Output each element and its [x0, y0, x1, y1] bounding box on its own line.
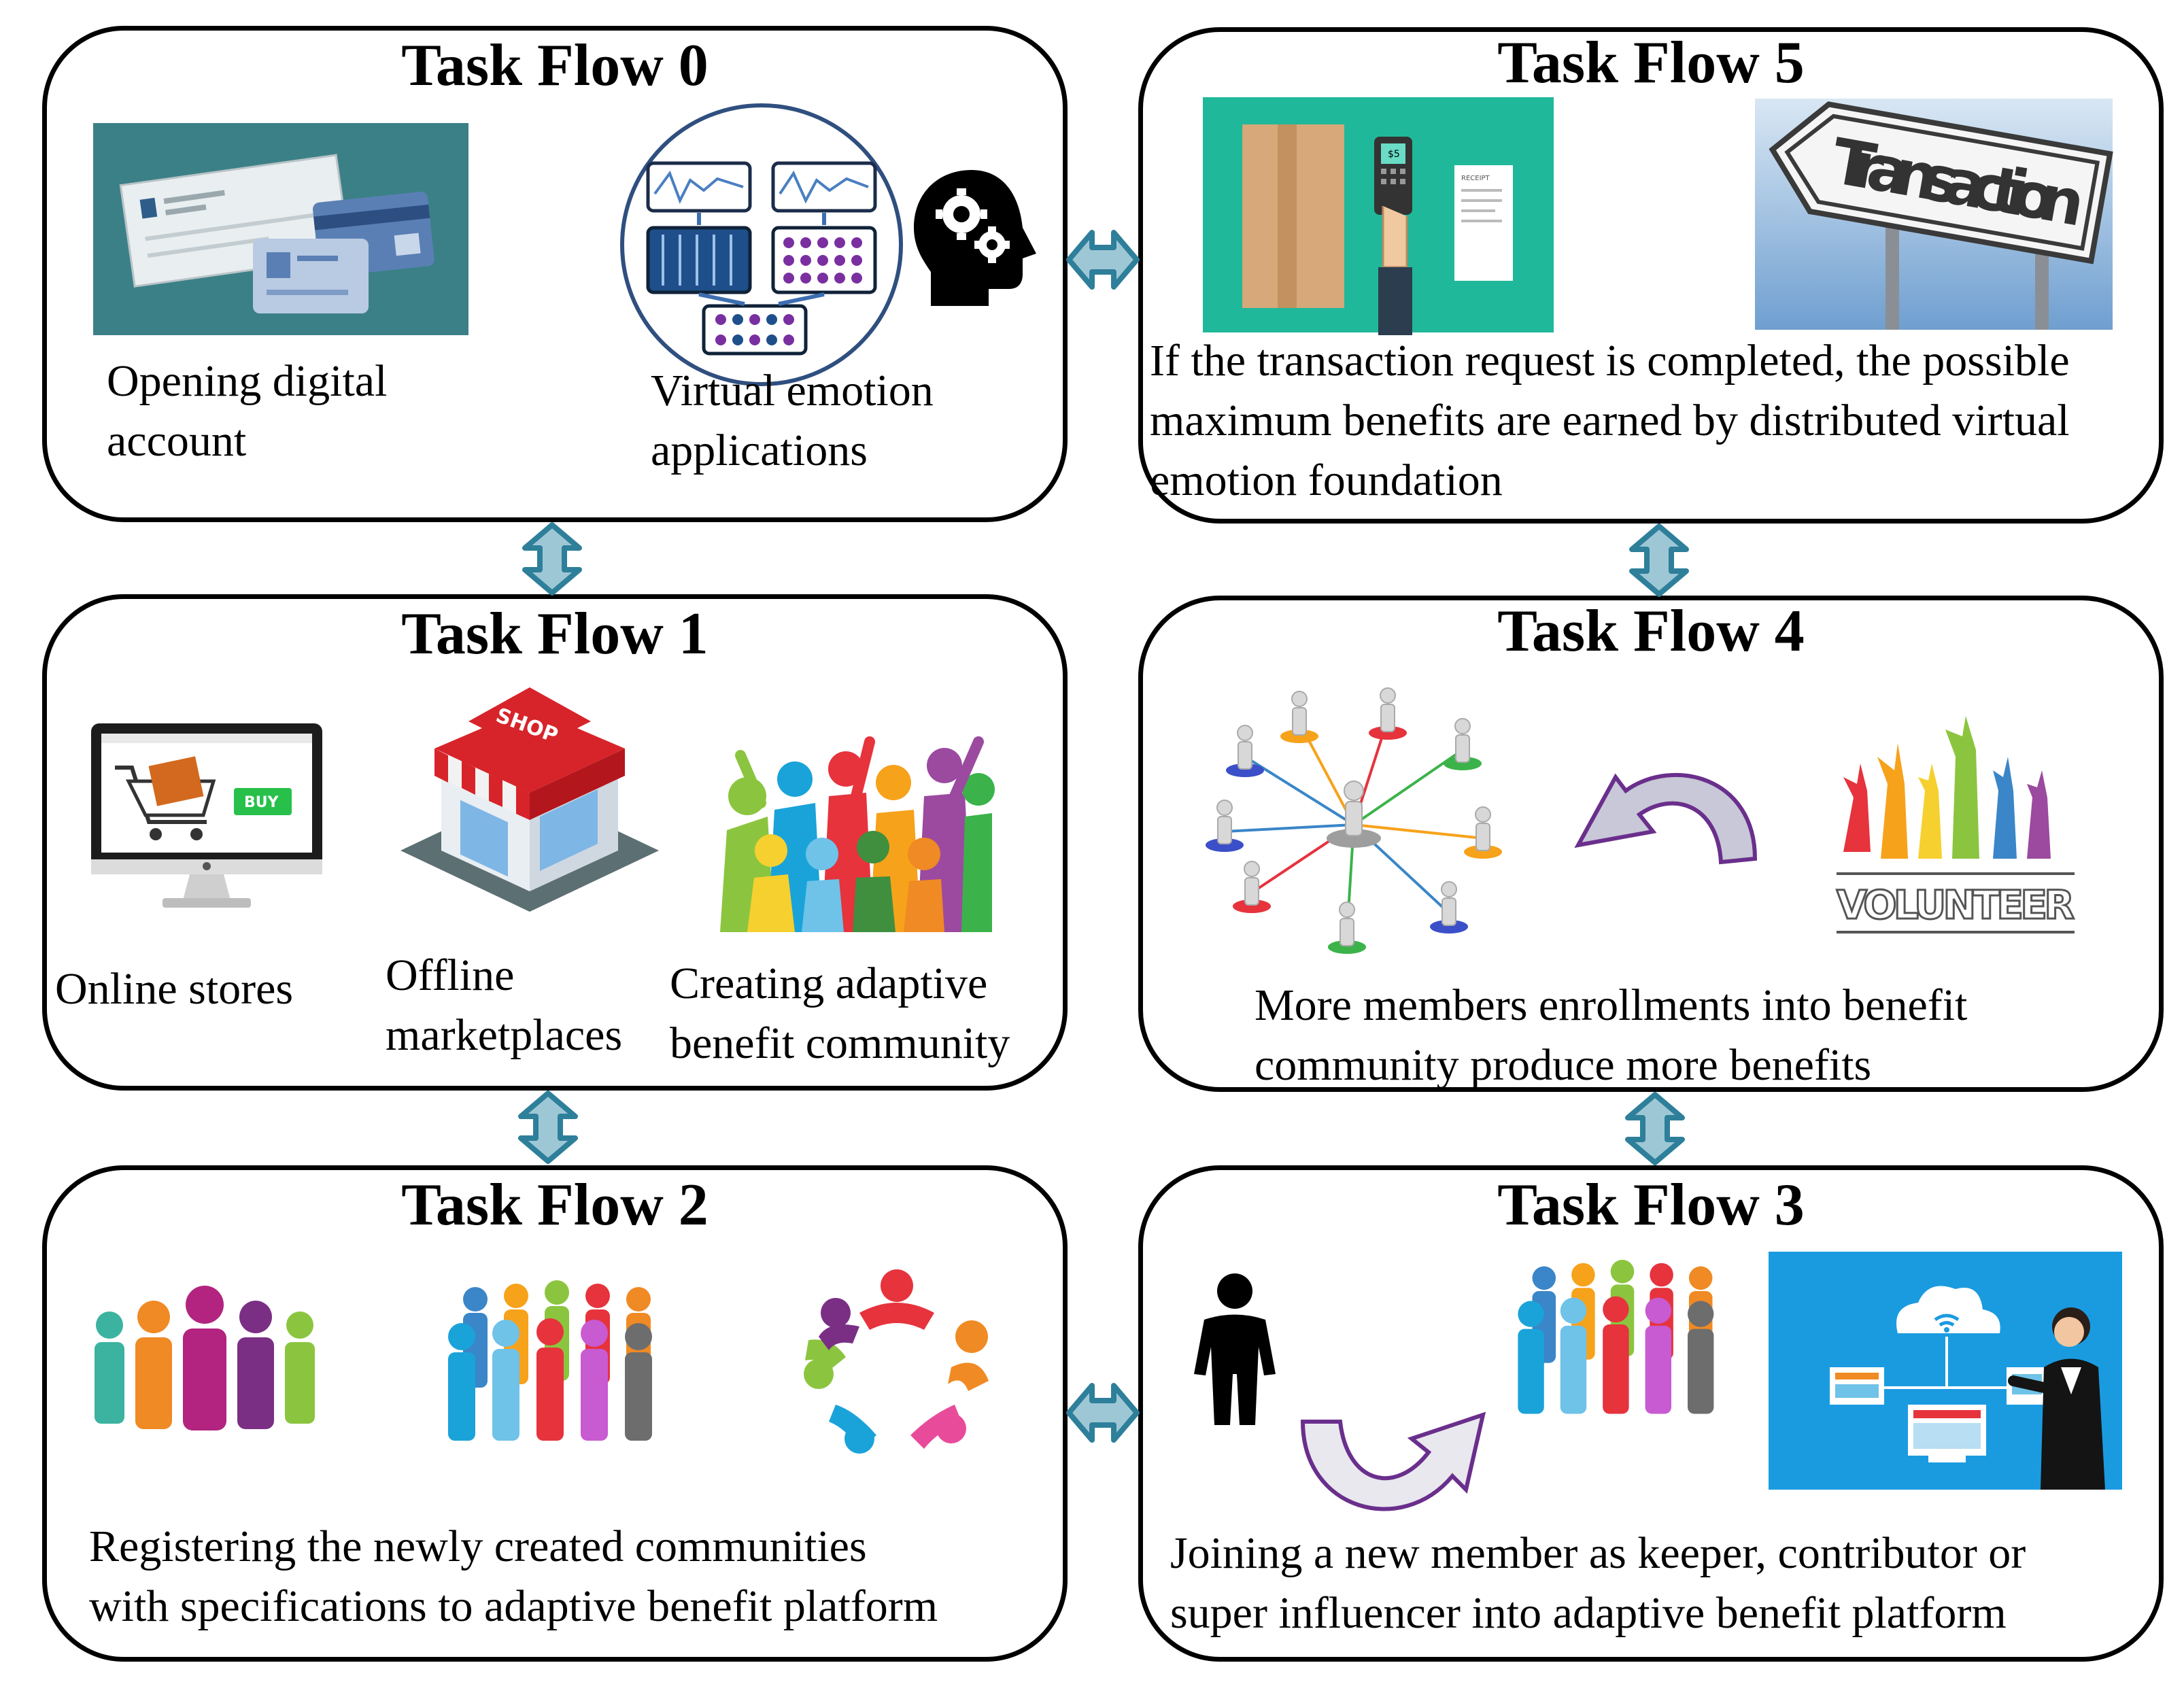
task-flow-5-title: Task Flow 5 [1497, 30, 1805, 96]
payment-terminal-icon: $5 RECEIPT [1203, 97, 1554, 335]
task-flow-1-panel: Task Flow 1 BUY Online stores SHOP Offli… [42, 594, 1068, 1091]
transaction-sign-icon: Transaction [1755, 99, 2113, 330]
task-flow-4-panel: Task Flow 4 [1138, 596, 2164, 1092]
connector-arrow-tf4-tf3 [1625, 1092, 1685, 1165]
task-flow-3-caption: Joining a new member as keeper, contribu… [1170, 1528, 2026, 1638]
task-flow-1-caption-3: Creating adaptive benefit community [670, 959, 1010, 1068]
curved-up-arrow-icon [1300, 1411, 1486, 1511]
online-store-monitor-icon: BUY [91, 723, 322, 908]
task-flow-0-caption-1: Opening digital account [107, 356, 388, 466]
task-flow-5-caption: If the transaction request is completed,… [1150, 336, 2070, 505]
network-members-icon [1206, 687, 1502, 954]
task-flow-3-title: Task Flow 3 [1497, 1172, 1805, 1238]
people-row-icon [95, 1286, 315, 1430]
task-flow-4-caption: More members enrollments into benefit co… [1255, 980, 1968, 1090]
connector-arrow-tf0-tf1 [522, 522, 582, 596]
svg-text:$5: $5 [1388, 149, 1400, 160]
connector-arrow-tf5-tf4 [1629, 524, 1689, 597]
shop-building-icon: SHOP [400, 687, 659, 912]
presenter-cloud-icon [1769, 1252, 2122, 1490]
crowd-icon [1518, 1259, 1714, 1414]
task-flow-0-panel: Task Flow 0 Opening digital account [42, 26, 1068, 522]
curved-down-arrow-icon [1574, 772, 1758, 865]
task-flow-5-panel: Task Flow 5 $5 RECEIPT Transaction If th… [1138, 27, 2164, 524]
volunteer-label: VOLUNTEER [1837, 882, 2075, 928]
task-flow-2-title: Task Flow 2 [401, 1172, 709, 1238]
crowd-icon [448, 1280, 652, 1441]
buy-label: BUY [244, 794, 279, 811]
task-flow-4-title: Task Flow 4 [1497, 598, 1805, 664]
task-flow-1-caption-2: Offline marketplaces [386, 950, 623, 1060]
community-people-icon [720, 728, 995, 932]
task-flow-2-caption: Registering the newly created communitie… [89, 1522, 938, 1631]
digital-account-cards-icon [93, 123, 468, 335]
task-flow-2-panel: Task Flow 2 Re [42, 1165, 1068, 1662]
person-icon [1194, 1273, 1276, 1425]
connector-arrow-tf1-tf2 [518, 1091, 578, 1164]
virtual-emotion-network-icon [620, 103, 903, 386]
circle-team-icon [804, 1269, 989, 1454]
task-flow-0-caption-2: Virtual emotion applications [651, 366, 934, 475]
task-flow-1-caption-1: Online stores [55, 964, 294, 1014]
connector-arrow-tf2-tf3 [1066, 1383, 1140, 1443]
task-flow-0-title: Task Flow 0 [401, 33, 709, 99]
task-flow-1-title: Task Flow 1 [401, 601, 709, 667]
task-flow-3-panel: Task Flow 3 [1138, 1165, 2164, 1662]
head-gears-icon [914, 170, 1036, 306]
connector-arrow-tf0-tf5 [1066, 230, 1140, 290]
volunteer-hands-icon: VOLUNTEER [1836, 716, 2076, 933]
receipt-label: RECEIPT [1461, 175, 1490, 182]
